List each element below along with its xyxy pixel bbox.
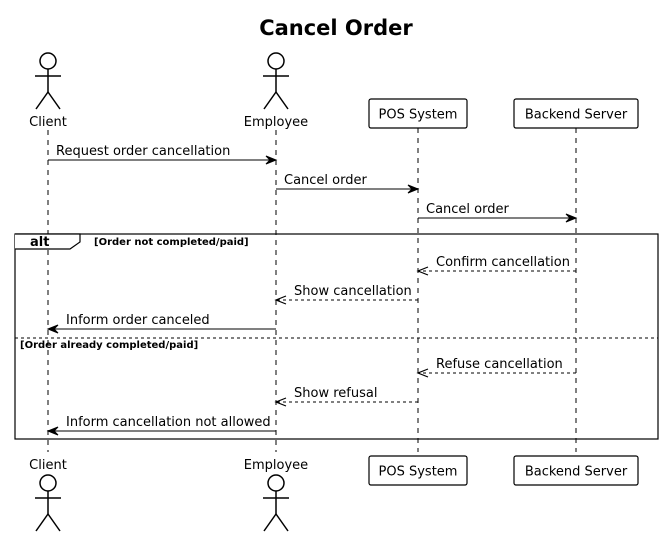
participant-name: Employee	[244, 458, 308, 473]
participant-name: POS System	[379, 108, 458, 123]
participant-backend-bottom: Backend Server	[513, 455, 639, 486]
actor-employee-top: Employee	[244, 52, 308, 130]
message-label: Request order cancellation	[56, 144, 230, 159]
actor-icon	[263, 474, 289, 532]
message-label: Show refusal	[294, 386, 377, 401]
message-label: Cancel order	[426, 202, 509, 217]
message-3: Cancel order	[418, 202, 578, 223]
participant-pos-bottom: POS System	[368, 455, 468, 486]
message-label: Refuse cancellation	[436, 357, 563, 372]
actor-employee-bottom: Employee	[244, 458, 308, 532]
message-4: Confirm cancellation	[416, 255, 576, 276]
message-8: Show refusal	[274, 386, 418, 407]
participant-name: POS System	[379, 465, 458, 480]
message-2: Cancel order	[276, 173, 420, 194]
actor-icon	[35, 52, 61, 110]
lifelines	[47, 128, 577, 452]
actor-icon	[35, 474, 61, 532]
diagram-title: Cancel Order	[259, 16, 413, 40]
guard-condition-2: [Order already completed/paid]	[20, 340, 198, 351]
participant-name: Employee	[244, 115, 308, 130]
guard-condition-1: [Order not completed/paid]	[94, 237, 249, 248]
actor-client-top: Client	[29, 52, 67, 130]
message-6: Inform order canceled	[46, 313, 276, 334]
fragment-frame	[14, 233, 659, 440]
participant-pos-top: POS System	[368, 98, 468, 129]
message-label: Inform order canceled	[66, 313, 210, 328]
participant-name: Client	[29, 458, 67, 473]
message-label: Inform cancellation not allowed	[66, 415, 271, 430]
message-7: Refuse cancellation	[416, 357, 576, 378]
fragment-keyword: alt	[30, 235, 49, 250]
actor-client-bottom: Client	[29, 458, 67, 532]
message-9: Inform cancellation not allowed	[46, 415, 276, 436]
message-5: Show cancellation	[274, 284, 418, 305]
participant-name: Backend Server	[525, 465, 628, 480]
message-label: Show cancellation	[294, 284, 412, 299]
actor-icon	[263, 52, 289, 110]
message-1: Request order cancellation	[48, 144, 278, 165]
message-label: Confirm cancellation	[436, 255, 570, 270]
participant-backend-top: Backend Server	[513, 98, 639, 129]
participant-name: Backend Server	[525, 108, 628, 123]
fragment-tab	[15, 233, 81, 250]
message-label: Cancel order	[284, 173, 367, 188]
alt-fragment: alt [Order not completed/paid] [Order alre…	[14, 233, 659, 440]
participant-name: Client	[29, 115, 67, 130]
